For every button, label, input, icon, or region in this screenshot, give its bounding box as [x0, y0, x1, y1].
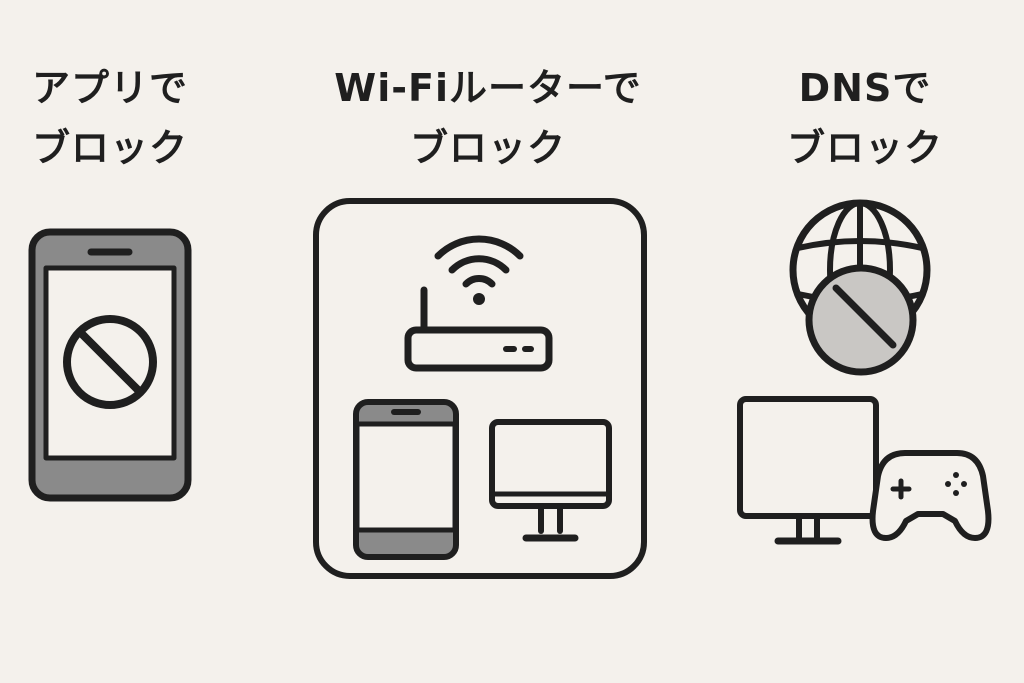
heading-wifi-router-block: Wi-Fiルーターで ブロック — [332, 58, 644, 178]
heading-dns-block: DNSで ブロック — [780, 58, 950, 178]
heading-wifi-line2: ブロック — [409, 126, 566, 170]
heading-wifi-line1: Wi-Fiルーターで — [334, 66, 642, 110]
network-frame — [313, 198, 647, 579]
smartphone-icon — [353, 399, 459, 560]
heading-dns-line1: DNSで — [798, 66, 932, 110]
game-controller-icon — [869, 450, 992, 541]
wifi-signal-icon — [434, 235, 524, 305]
prohibited-icon — [805, 264, 917, 376]
heading-app-line2: ブロック — [32, 126, 189, 170]
router-icon — [404, 286, 553, 372]
prohibited-icon — [63, 315, 157, 409]
heading-app-block: アプリで ブロック — [32, 58, 188, 178]
monitor-icon — [489, 419, 612, 542]
monitor-icon — [737, 396, 879, 545]
heading-dns-line2: ブロック — [786, 126, 943, 170]
heading-app-line1: アプリで — [32, 66, 189, 110]
